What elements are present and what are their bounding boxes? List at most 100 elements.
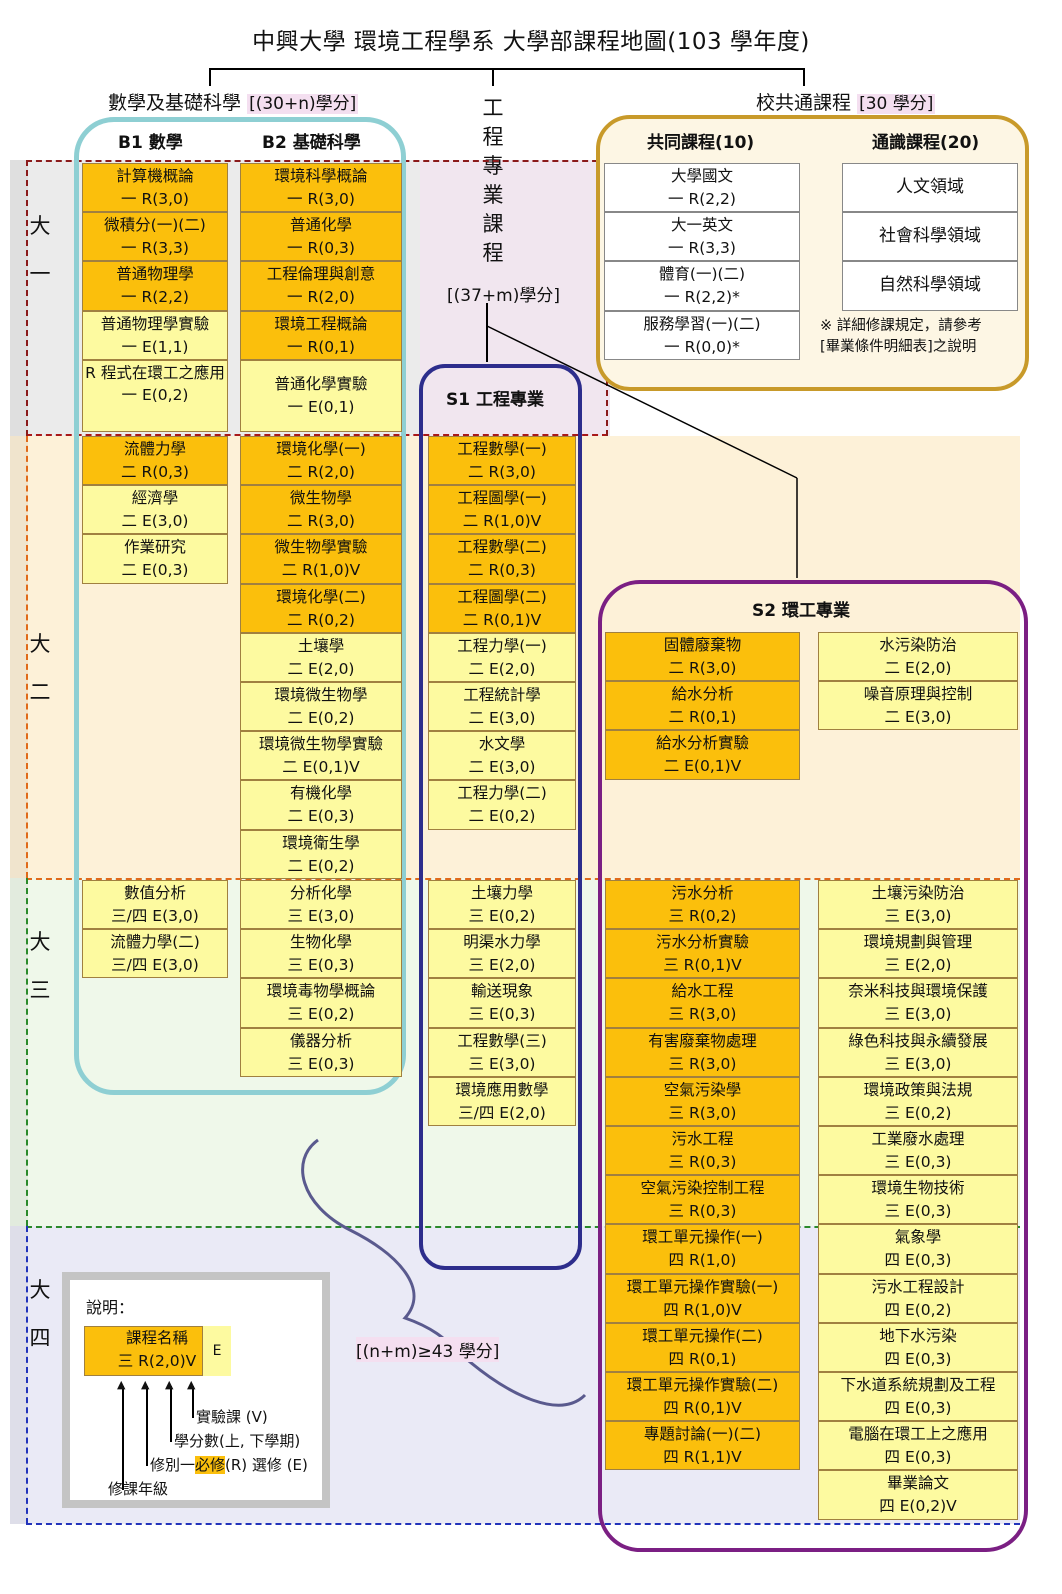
course-box: 環工單元操作實驗(二)四 R(0,1)V — [605, 1372, 800, 1422]
course-code: 一 R(2,2) — [121, 288, 189, 307]
course-code: 二 E(0,3) — [121, 561, 189, 580]
arrow-head-2: ▲ — [141, 1378, 150, 1391]
course-box: 微積分(一)(二)一 R(3,3) — [82, 212, 228, 262]
course-code: 二 R(0,1) — [668, 708, 737, 727]
course-name: 微生物學實驗 — [274, 538, 368, 557]
course-code: 三 E(3,0) — [468, 1054, 536, 1073]
year1-left-line — [26, 160, 28, 436]
course-name: 環境科學概論 — [274, 167, 368, 185]
course-name: 環境毒物學概論 — [266, 982, 376, 1001]
course-box: 環境應用數學三/四 E(2,0) — [428, 1076, 576, 1126]
course-code: 三 E(2,0) — [884, 956, 952, 975]
course-code: 三/四 E(3,0) — [111, 956, 199, 975]
year-3-label: 大三 — [29, 930, 51, 1002]
course-name: 工程力學(二) — [457, 784, 547, 803]
legend-title: 說明： — [86, 1298, 135, 1317]
course-code: 三 E(3,0) — [884, 1054, 952, 1073]
course-code: 三 E(0,3) — [884, 1202, 952, 1221]
course-name: 數值分析 — [123, 884, 186, 902]
course-name: 固體廢棄物 — [663, 636, 742, 654]
course-box: 工業廢水處理三 E(0,3) — [818, 1126, 1018, 1176]
course-box: 大一英文一 R(3,3) — [604, 212, 800, 262]
course-name: 環境化學(一) — [276, 440, 366, 458]
course-name: 環境政策與法規 — [863, 1080, 973, 1099]
course-name: 分析化學 — [289, 884, 352, 902]
course-code: 二 E(0,2) — [287, 709, 355, 727]
course-code: 三 E(0,3) — [287, 1054, 355, 1073]
course-code: 四 E(0,3) — [884, 1251, 952, 1270]
course-code: 二 E(0,2) — [287, 856, 355, 875]
course-box: 空氣污染控制工程三 R(0,3) — [605, 1175, 800, 1225]
course-code: 三/四 E(3,0) — [111, 907, 199, 925]
course-box: 土壤學二 E(2,0) — [240, 632, 402, 682]
page-title: 中興大學 環境工程學系 大學部課程地圖(103 學年度) — [252, 29, 810, 55]
course-box: 工程力學(一)二 E(2,0) — [428, 632, 576, 682]
course-code: 四 R(1,1)V — [663, 1448, 742, 1467]
course-name: 體育(一)(二) — [658, 265, 746, 284]
course-box: 水污染防治二 E(2,0) — [818, 632, 1018, 682]
arrow-head-4: ▲ — [187, 1378, 196, 1391]
course-code: 二 E(0,1)V — [663, 757, 742, 776]
course-name: 生物化學 — [289, 933, 352, 952]
course-name: 服務學習(一)(二) — [643, 314, 761, 333]
year1-bottom-line — [26, 434, 608, 436]
course-name: 有機化學 — [289, 784, 352, 803]
liberal-area-box: 人文領域 — [842, 163, 1018, 213]
course-box: 噪音原理與控制二 E(3,0) — [818, 681, 1018, 731]
bracket-note: [(n+m)≥43 學分] — [356, 1337, 500, 1362]
legend-credits: 學分數(上, 下學期) — [174, 1432, 301, 1450]
course-box: 工程圖學(二) 二 R(0,1)V — [428, 583, 576, 633]
course-box: 流體力學二 R(0,3) — [82, 436, 228, 486]
course-box: 下水道系統規劃及工程四 E(0,3) — [818, 1372, 1018, 1422]
general-ed-credits: [30 學分] — [857, 94, 936, 114]
course-name: 工程圖學(一) — [457, 489, 547, 508]
liberal-area-box: 自然科學領域 — [842, 261, 1018, 311]
top-bracket-h — [209, 68, 805, 70]
course-box: 工程力學(二)二 E(0,2) — [428, 780, 576, 830]
math-science-header: 數學及基礎科學 [(30+n)學分] — [108, 88, 359, 115]
course-code: 二 R(2,0) — [287, 463, 355, 481]
course-box: 環境微生物學二 E(0,2) — [240, 682, 402, 732]
course-name: 土壤學 — [297, 636, 345, 655]
course-name: R 程式在環工之應用 — [85, 363, 225, 382]
course-box: 環境政策與法規三 E(0,2) — [818, 1076, 1018, 1126]
course-box: 給水分析二 R(0,1) — [605, 681, 800, 731]
course-code: 四 E(0,2)V — [879, 1497, 957, 1516]
course-name: 給水分析實驗 — [655, 734, 749, 753]
course-code: 二 R(0,3) — [121, 463, 189, 481]
course-code: 二 R(1,0)V — [462, 512, 542, 531]
math-science-title: 數學及基礎科學 — [108, 92, 242, 114]
course-name: 電腦在環工上之應用 — [848, 1425, 988, 1444]
course-name: 空氣污染學 — [663, 1080, 742, 1099]
course-code: 一 E(0,1) — [287, 397, 355, 416]
course-code: 三 E(3,0) — [884, 1005, 952, 1024]
course-name: 普通化學實驗 — [274, 374, 368, 393]
course-box: 專題討論(一)(二)四 R(1,1)V — [605, 1421, 800, 1471]
course-code: 二 E(2,0) — [468, 659, 536, 678]
course-box: 經濟學二 E(3,0) — [82, 485, 228, 535]
legend-type-rest: (R) 選修 (E) — [225, 1456, 308, 1474]
course-name: 明渠水力學 — [463, 933, 541, 952]
legend-box: 說明： 課程名稱 三 R(2,0)V E ▲ ▲ ▲ ▲ 實驗課 (V) 學分數… — [62, 1272, 330, 1508]
course-box: 環境科學概論一 R(3,0) — [240, 163, 402, 213]
course-box: 微生物學二 R(3,0) — [240, 485, 402, 535]
course-name: 環工單元操作(一) — [642, 1228, 763, 1247]
course-code: 一 R(3,3) — [121, 239, 189, 258]
course-name: 工程圖學(二) — [457, 587, 547, 606]
legend-arrow-lab — [192, 1386, 194, 1418]
course-code: 一 R(3,3) — [668, 239, 736, 258]
general-ed-title: 校共通課程 — [756, 92, 852, 114]
arrow-head-1: ▲ — [117, 1378, 126, 1391]
course-box: 數值分析三/四 E(3,0) — [82, 880, 228, 930]
course-code: 二 R(0,1)V — [462, 610, 542, 629]
course-box: 普通化學一 R(0,3) — [240, 212, 402, 262]
course-name: 環境生物技術 — [871, 1179, 965, 1198]
course-name: 流體力學(二) — [110, 933, 200, 952]
course-code: 三 R(0,1)V — [663, 956, 742, 975]
legend-type: 修別一必修(R) 選修 (E) — [150, 1454, 308, 1475]
course-box: 給水工程三 R(3,0) — [605, 978, 800, 1028]
course-name: 工程統計學 — [463, 686, 541, 704]
course-box: 污水分析實驗三 R(0,1)V — [605, 929, 800, 979]
course-code: 三 R(3,0) — [668, 1054, 737, 1073]
course-box: 環境毒物學概論三 E(0,2) — [240, 978, 402, 1028]
